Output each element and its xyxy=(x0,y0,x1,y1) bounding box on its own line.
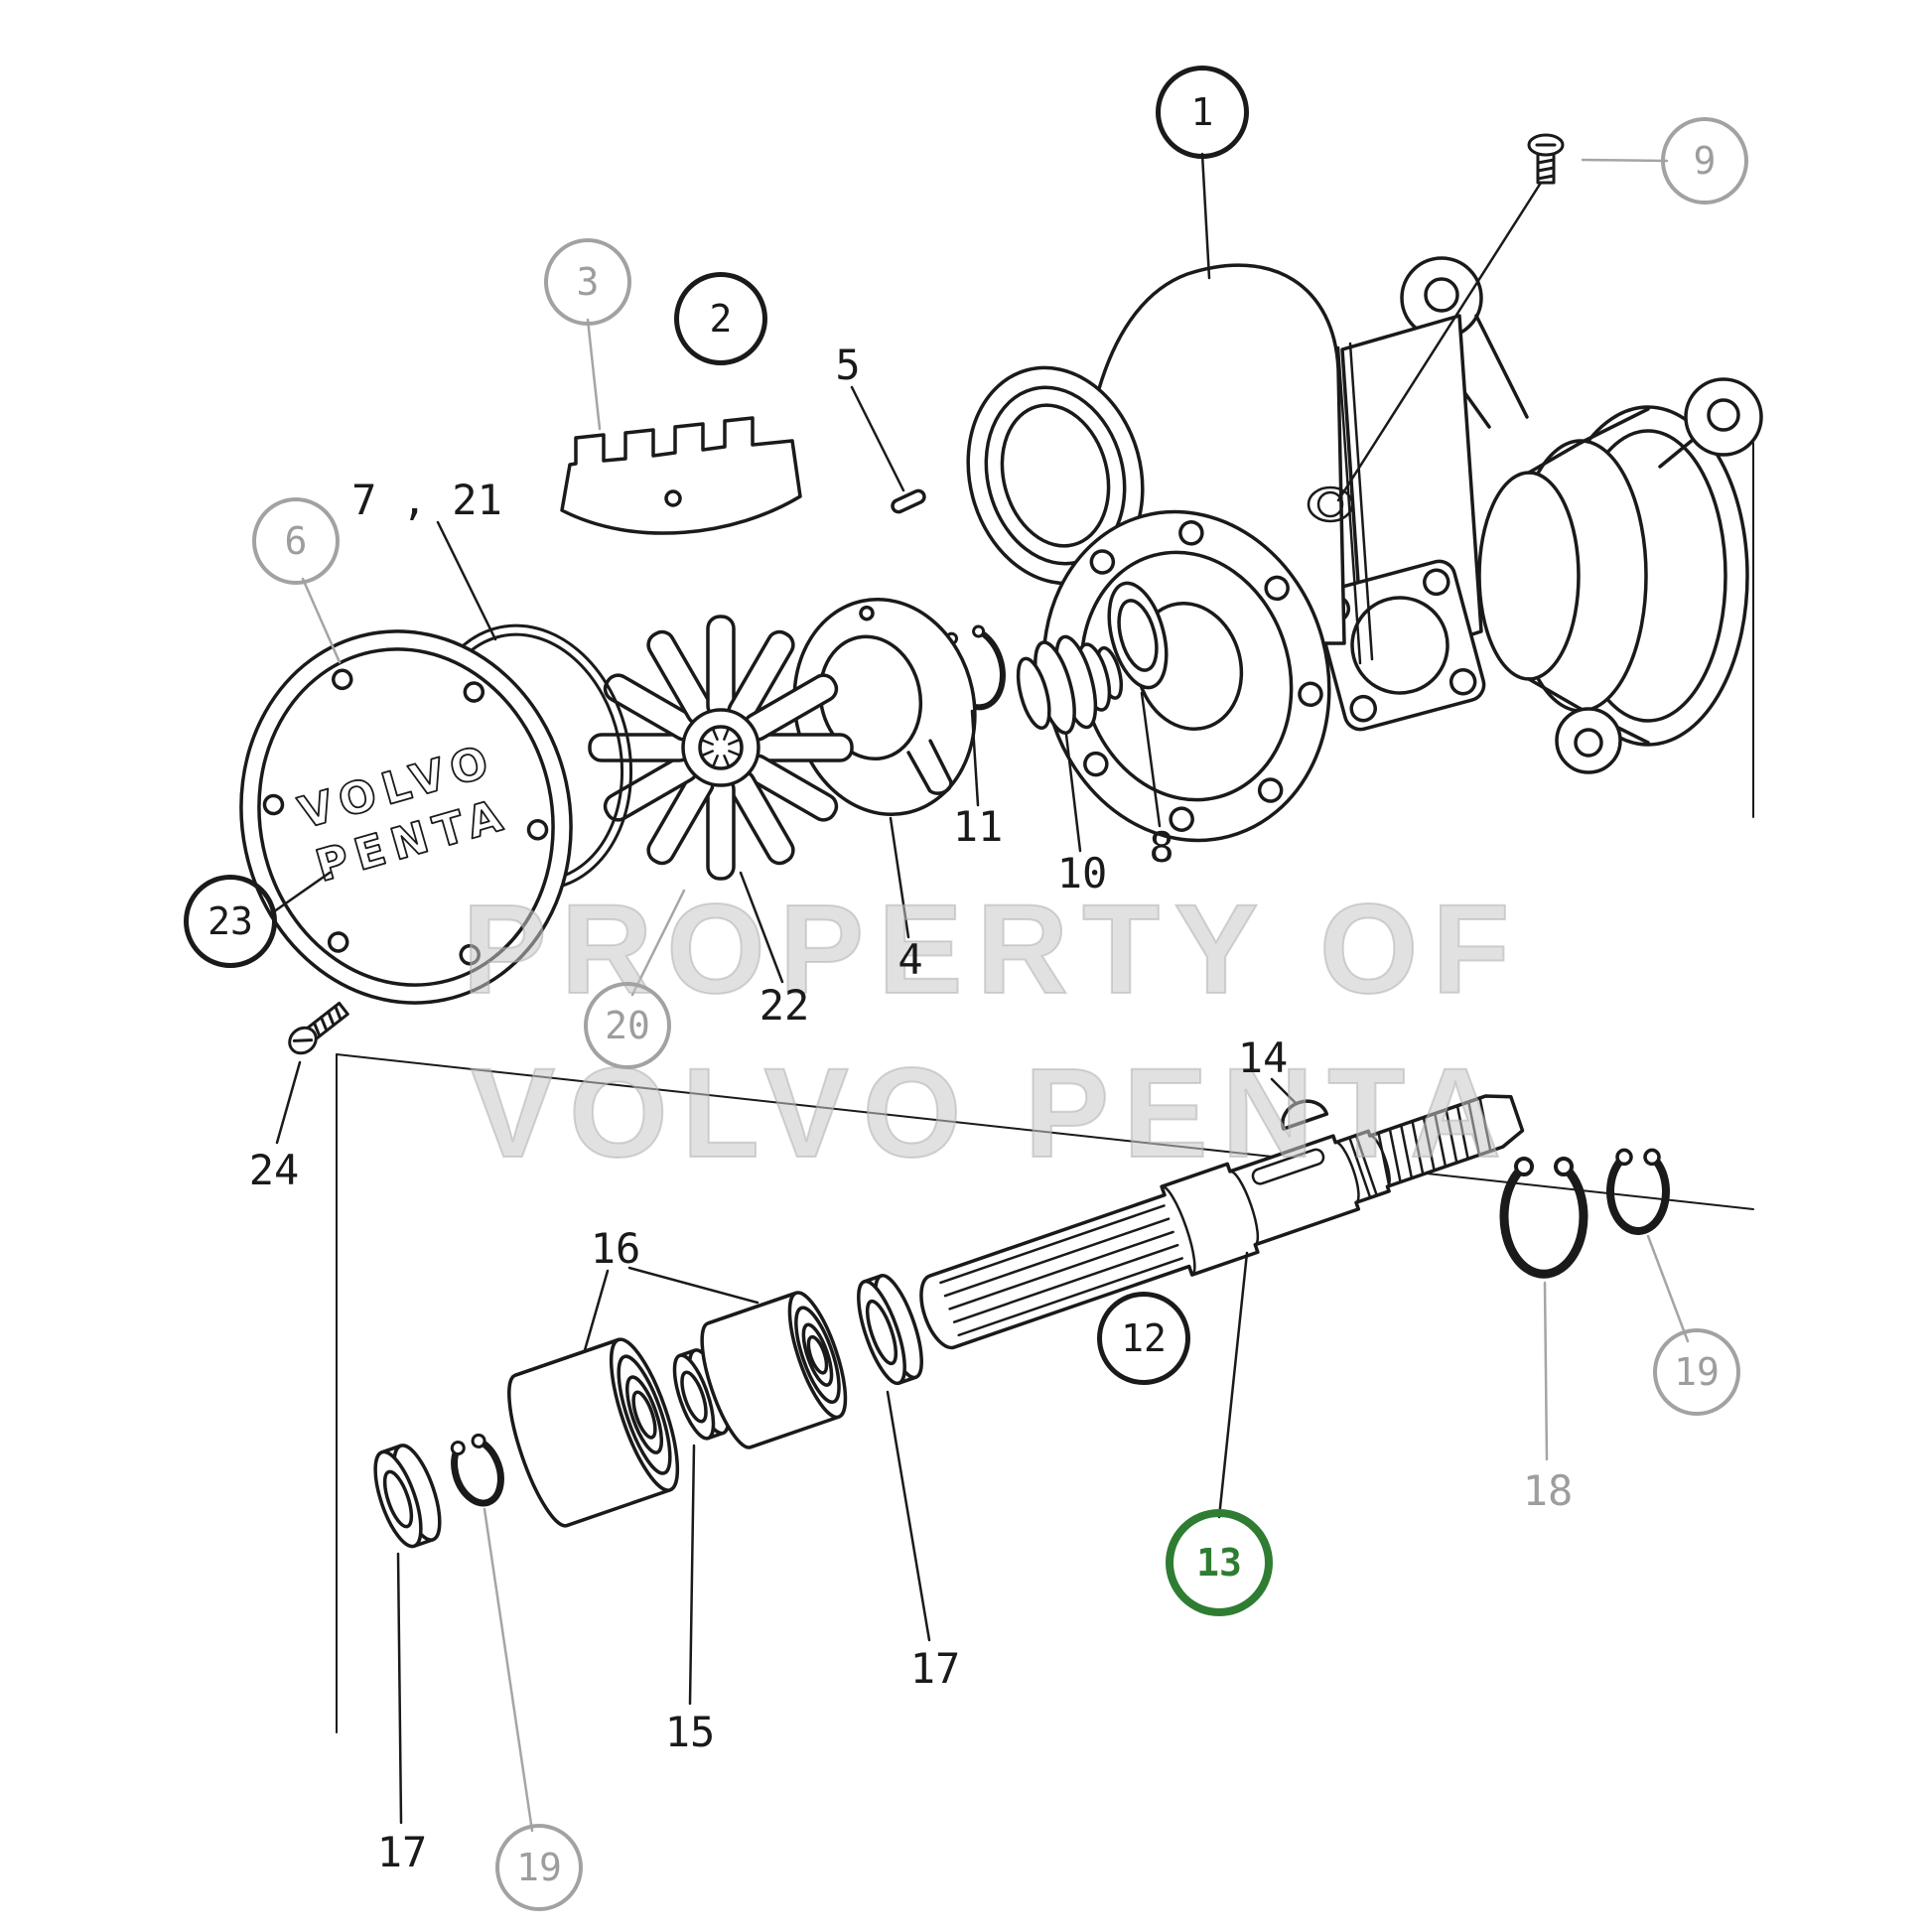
callout-17-mid[interactable]: 17 xyxy=(909,1644,961,1693)
part-seal-17-left xyxy=(373,1444,442,1549)
callout-22[interactable]: 22 xyxy=(759,981,810,1030)
callout-3[interactable]: 3 xyxy=(544,238,631,326)
callout-1[interactable]: 1 xyxy=(1156,66,1249,159)
group-boundary-lines xyxy=(336,442,1754,1733)
part-circlip-18 xyxy=(1499,1157,1588,1279)
callout-15[interactable]: 15 xyxy=(664,1708,716,1756)
leader-lines xyxy=(268,152,1543,1825)
callout-5[interactable]: 5 xyxy=(835,341,861,389)
part-washer-8 xyxy=(1107,581,1169,690)
callout-23[interactable]: 23 xyxy=(184,875,277,968)
part-seal-assembly-10 xyxy=(1016,634,1124,735)
part-cam-2-3 xyxy=(560,416,802,535)
part-gasket xyxy=(1336,342,1374,665)
part-screw-9 xyxy=(1527,133,1565,185)
callout-2[interactable]: 2 xyxy=(674,272,767,365)
callout-8[interactable]: 8 xyxy=(1149,823,1174,872)
watermark: PROPERTY OF VOLVO PENTA xyxy=(461,878,1523,1185)
part-shaft-13 xyxy=(919,1094,1525,1350)
part-bearing-16b xyxy=(700,1291,848,1449)
part-end-cover-6: VOLVO PENTA xyxy=(239,629,573,1005)
callout-13-highlighted[interactable]: 13 xyxy=(1166,1509,1273,1616)
callout-19-bottom[interactable]: 19 xyxy=(495,1824,583,1911)
part-rear-bell-flange xyxy=(1477,405,1749,747)
leader-lines-gray xyxy=(301,158,1690,1833)
part-pin-5 xyxy=(891,488,926,514)
part-seal-17-mid xyxy=(857,1274,923,1386)
callout-9[interactable]: 9 xyxy=(1661,117,1748,205)
watermark-line1: PROPERTY OF xyxy=(462,879,1523,1021)
callout-17-left[interactable]: 17 xyxy=(376,1828,428,1876)
callout-20[interactable]: 20 xyxy=(584,982,671,1069)
part-key-14 xyxy=(1281,1099,1329,1131)
callout-18[interactable]: 18 xyxy=(1522,1466,1574,1515)
callout-12[interactable]: 12 xyxy=(1097,1292,1190,1385)
callout-11[interactable]: 11 xyxy=(952,802,1004,851)
part-bearing-16a xyxy=(507,1337,680,1528)
part-outlet-tube xyxy=(966,365,1145,586)
part-screw-24 xyxy=(288,1001,349,1055)
callout-16[interactable]: 16 xyxy=(590,1224,641,1273)
part-mounting-ear-bottom xyxy=(1555,707,1622,774)
callout-14[interactable]: 14 xyxy=(1237,1034,1289,1082)
part-mounting-ear-right xyxy=(1658,377,1763,469)
part-circlip-19-bottom xyxy=(450,1433,504,1507)
part-spacer-15 xyxy=(672,1348,731,1441)
part-rear-housing-block xyxy=(1313,314,1486,732)
callout-24[interactable]: 24 xyxy=(248,1146,300,1194)
part-drain-hole xyxy=(1307,485,1354,523)
callout-4[interactable]: 4 xyxy=(897,935,923,984)
callout-19-right[interactable]: 19 xyxy=(1653,1328,1740,1416)
callout-6[interactable]: 6 xyxy=(252,497,340,585)
part-circlip-19-right xyxy=(1606,1148,1670,1236)
callout-10[interactable]: 10 xyxy=(1056,849,1108,897)
callout-7-21[interactable]: 7 , 21 xyxy=(351,476,502,524)
part-mounting-ear-top xyxy=(1400,256,1529,429)
